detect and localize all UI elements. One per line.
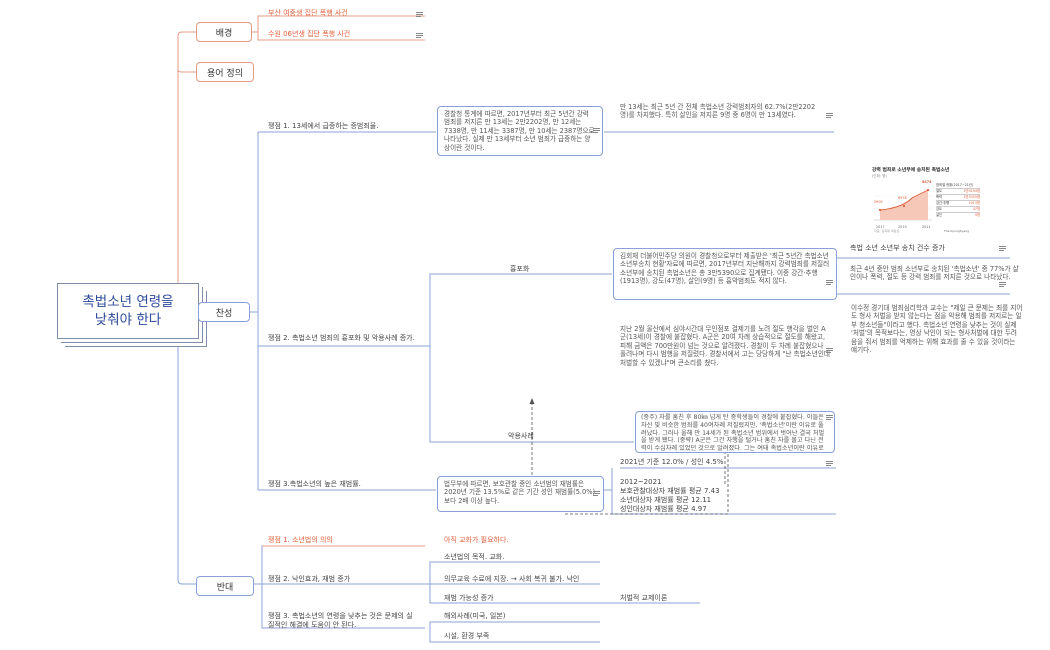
category-label: 반대 (216, 582, 234, 593)
pro-issue3-title[interactable]: 쟁점 3.촉법소년의 높은 재범률. (268, 480, 361, 488)
pro-issue2-stat-detail[interactable]: 최근 4년 중안 범죄 소년부로 송치된 '촉법소년' 중 77%가 살인이나 … (850, 265, 1019, 282)
pro-issue2-title[interactable]: 쟁점 2. 촉법소년 범죄의 흉포화 및 악용사례 증가. (268, 334, 415, 342)
pro-issue2-sub1-detail[interactable]: 김회재 더불어민주당 의원이 경찰청으로부터 제출받은 '최근 5년간 촉법소년… (613, 248, 837, 300)
note-icon[interactable] (593, 491, 600, 496)
con-issue3-item-2[interactable]: 시설, 환경 부족 (444, 632, 490, 640)
pro-issue2-stat-title[interactable]: 촉법 소년 소년부 송치 건수 증가 (850, 244, 945, 252)
pro-issue2-sub2-detail2[interactable]: (중주) 자를 훔친 후 80㎞ 넘게 탄 중학생들이 경찰에 붙잡혔다. 이들… (635, 411, 835, 453)
figure-year-2017: 2017 (876, 225, 885, 229)
note-icon[interactable] (826, 415, 833, 420)
pro-issue3-note2-line: 소년대상자 재범률 평균 12.11 (620, 496, 712, 504)
category-label: 찬성 (215, 308, 233, 319)
figure-title: 강력 범죄로 소년부에 송치된 촉법소년 (872, 168, 950, 173)
pro-issue2-sub2-label[interactable]: 악용사례 (508, 432, 534, 440)
figure-subtitle: (단위: 명) (872, 174, 887, 178)
con-issue1-title[interactable]: 쟁점 1. 소년법의 의의 (268, 536, 333, 544)
figure-legend-title: 범죄별 현황(2017~21년) (936, 183, 974, 187)
con-issue2-title[interactable]: 쟁점 2. 낙인효과, 재범 증가 (268, 575, 351, 583)
root-title-line2: 낮춰야 한다 (94, 312, 162, 328)
con-issue2-item-2[interactable]: 의무교육 수료에 지장. → 사회 복귀 불가. 낙인 (444, 575, 580, 583)
category-pro[interactable]: 찬성 (198, 302, 250, 322)
note-icon[interactable] (416, 33, 423, 38)
figure-year-2021: 2021 (922, 225, 931, 229)
figure-brand: The Kyunghyang (944, 229, 970, 233)
note-icon[interactable] (593, 128, 600, 133)
note-icon[interactable] (999, 282, 1006, 287)
con-issue2-item-3[interactable]: 재범 가능성 증가 (444, 594, 494, 602)
category-label: 배경 (215, 28, 233, 39)
figure-year-2019: 2019 (898, 225, 907, 229)
pro-issue2-sub1-label[interactable]: 흉포화 (510, 265, 530, 273)
pro-issue1-note[interactable]: 만 13세는 최근 5년 간 전체 촉법소년 강력범죄자의 62.7%(2만22… (620, 103, 816, 120)
figure-value-2021: 8474 (922, 180, 932, 184)
con-issue3-title[interactable]: 쟁점 3. 촉법소년의 연령을 낮추는 것은 문제의 실질적인 해결에 도움이 … (268, 612, 413, 629)
background-item-1[interactable]: 부산 여중생 집단 폭행 사건 (268, 9, 348, 17)
figure-value-2019: 6978 (898, 196, 907, 200)
con-issue2-tail[interactable]: 처벌적 교제이론 (620, 594, 668, 602)
category-con[interactable]: 반대 (196, 576, 254, 596)
figure-source: 자료: 김회재 의원실 (874, 229, 899, 233)
crime-statistics-figure[interactable]: 강력 범죄로 소년부에 송치된 촉법소년 (단위: 명) 5909 6978 8… (872, 168, 980, 234)
pro-issue3-note2-line: 보호관찰대상자 재범률 평균 7.43 (620, 487, 720, 495)
pro-issue3-note2-title: 2012~2021 (620, 478, 662, 486)
pro-issue1-detail[interactable]: 경찰청 통계에 따르면, 2017년부터 최근 5년간 강력 범죄를 저지른 만… (437, 106, 603, 156)
note-icon[interactable] (416, 12, 423, 17)
note-icon[interactable] (826, 348, 833, 353)
pro-issue3-note2-line: 성인대상자 재범률 평균 4.97 (620, 505, 707, 513)
note-icon[interactable] (826, 461, 833, 466)
pro-issue1-title[interactable]: 쟁점 1. 13세에서 급증하는 증범죄율. (268, 122, 379, 130)
pro-issue3-note2[interactable]: 2012~2021 보호관찰대상자 재범률 평균 7.43 소년대상자 재범률 … (620, 478, 720, 514)
pro-issue2-sub2-side-note[interactable]: 이수정 경기대 범죄심리학과 교수는 "제일 큰 문제는 죄를 지어도 형사 처… (851, 304, 1023, 355)
category-background[interactable]: 배경 (196, 22, 252, 42)
note-icon[interactable] (826, 113, 833, 118)
root-title-line1: 촉법소년 연령을 (82, 294, 174, 310)
con-issue3-item-1[interactable]: 해외사례(미국, 일본) (444, 612, 506, 620)
note-icon[interactable] (826, 280, 833, 285)
figure-value-2017: 5909 (874, 200, 883, 204)
category-terms[interactable]: 용어 정의 (196, 62, 254, 82)
root-topic[interactable]: 촉법소년 연령을 낮춰야 한다 (57, 283, 199, 339)
category-label: 용어 정의 (207, 68, 243, 79)
figure-line-chart (874, 188, 932, 221)
pro-issue3-note1[interactable]: 2021년 기준 12.0% / 성인 4.5% (620, 458, 724, 466)
background-item-2[interactable]: 수원 06년생 집단 폭행 사건 (268, 30, 351, 38)
pro-issue2-sub2-detail1[interactable]: 지난 2월 울산에서 심야시간대 무인점포 결제기를 노려 절도 행각을 벌인 … (620, 325, 830, 367)
con-issue1-detail[interactable]: 아직 교화가 필요하다. (444, 536, 509, 544)
pro-issue3-detail[interactable]: 법무부에 따르면, 보호관찰 중인 소년범의 재범률은 2020년 기준 13.… (437, 476, 604, 512)
note-icon[interactable] (999, 246, 1006, 251)
con-issue2-item-1[interactable]: 소년법의 목적. 교화. (444, 553, 505, 561)
